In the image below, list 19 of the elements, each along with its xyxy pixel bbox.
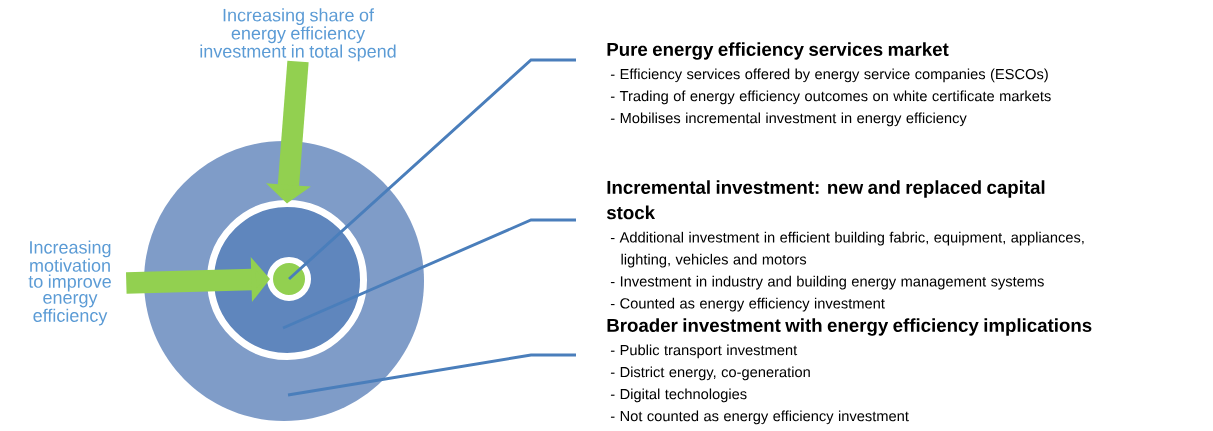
annotation-text: Increasing share of energy efficiency investment in total spend xyxy=(200,8,396,62)
bullet-item: - Mobilises incremental investment in energy efficiency xyxy=(610,112,967,127)
section-heading: Incremental investment: new and replaced capital stock xyxy=(606,180,1045,220)
section-heading: Pure energy efficiency services market xyxy=(607,42,949,60)
bullet-item: - Trading of energy efficiency outcomes on white certificate markets xyxy=(610,90,1051,105)
middle-circle xyxy=(207,200,367,360)
bullet-item: - District energy, co-generation xyxy=(610,366,810,381)
bullet-item: - Not counted as energy efficiency investment xyxy=(610,410,909,425)
bullet-item: - Investment in industry and building energy management systems xyxy=(610,275,1044,290)
leader-line xyxy=(282,218,576,330)
leader-line xyxy=(287,353,576,397)
bullet-item: - Public transport investment xyxy=(610,344,798,359)
section-heading: Broader investment with energy efficiency implications xyxy=(607,318,1092,336)
bullet-item: - Efficiency services offered by energy service companies (ESCOs) xyxy=(610,68,1048,83)
bullet-item: - Counted as energy efficiency investment xyxy=(610,297,885,312)
leader-line xyxy=(288,58,576,281)
bullet-item: - Digital technologies xyxy=(610,388,747,403)
bullet-item: - Additional investment in efficient building fabric, equipment, appliances, lighting, vehicles and motors xyxy=(610,231,1084,268)
annotation-text: Increasing motivation to improve energy efficiency xyxy=(28,240,111,326)
